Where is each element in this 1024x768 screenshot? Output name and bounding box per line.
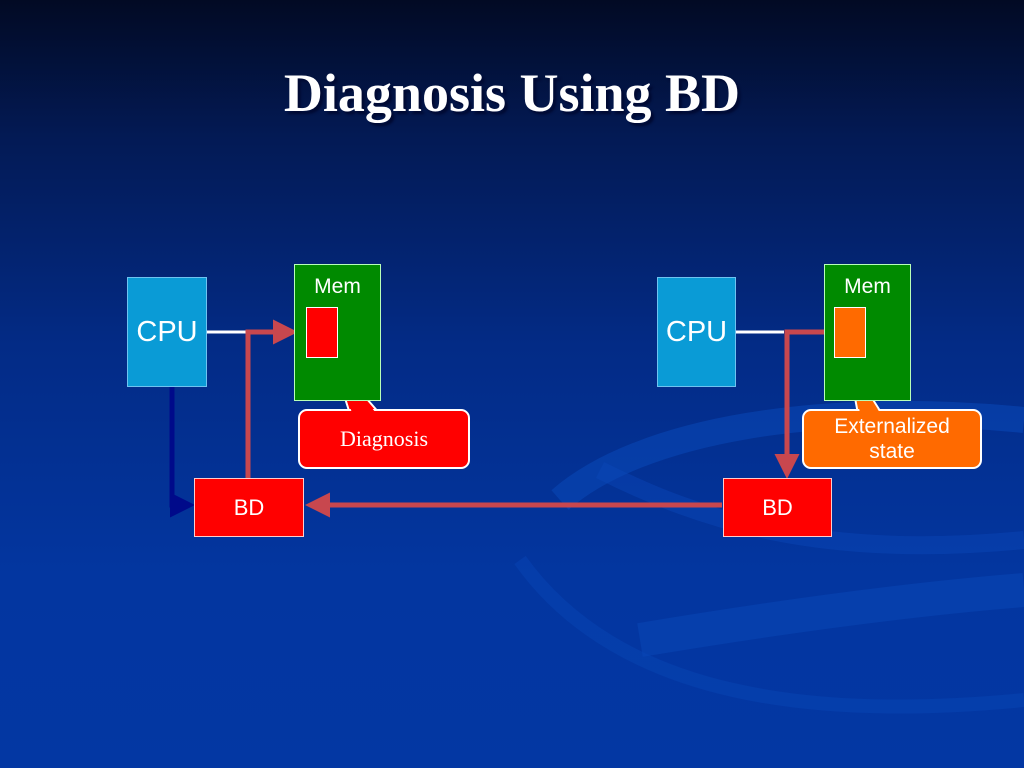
externalized-state-callout <box>802 409 982 469</box>
right-cpu-label: CPU <box>665 315 728 348</box>
left-bd-box: BD <box>194 478 304 537</box>
right-bd-label: BD <box>762 494 793 520</box>
diagnosis-callout-label: Diagnosis <box>340 425 428 451</box>
right-cpu-box: CPU <box>657 277 736 387</box>
diagnosis-callout <box>298 409 470 469</box>
left-mem-label: Mem <box>314 275 361 298</box>
left-cpu-box: CPU <box>127 277 207 387</box>
right-bd-box: BD <box>723 478 832 537</box>
left-cpu-label: CPU <box>136 315 198 348</box>
right-mem-label: Mem <box>844 275 891 298</box>
left-mem-diagnosis-cell <box>306 307 338 358</box>
right-mem-externalized-cell <box>834 307 866 358</box>
left-cpu-to-bd-arrow <box>169 385 195 518</box>
right-mem-to-bd-arrow <box>774 329 833 479</box>
left-bd-label: BD <box>233 494 265 520</box>
slide-title: Diagnosis Using BD <box>283 63 741 123</box>
left-bd-to-mem-arrow <box>245 319 298 478</box>
externalized-state-callout-label: Externalized state <box>834 414 950 463</box>
